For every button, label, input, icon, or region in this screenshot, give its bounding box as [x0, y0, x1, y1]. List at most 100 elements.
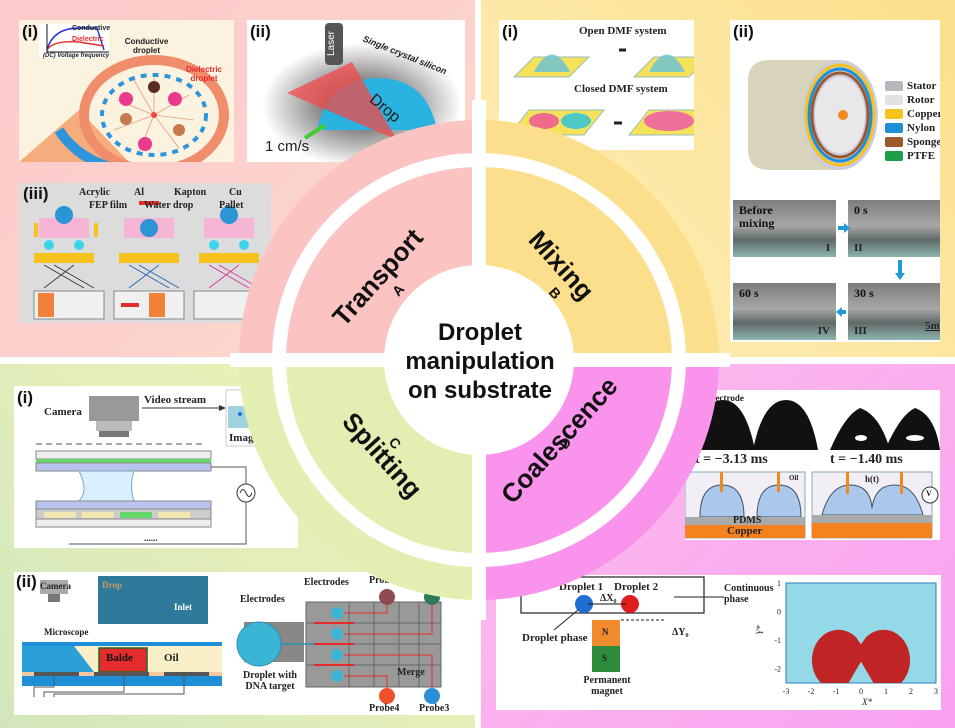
frame-number: II [854, 242, 863, 254]
panel-label: (i) [687, 390, 704, 407]
electrode-label: Electrode [707, 393, 744, 403]
delta-y-label: ΔY₀ [672, 627, 689, 638]
center-title: Droplet manipulation on substrate [380, 318, 580, 405]
y-tick-label: 1 [777, 579, 781, 588]
x-tick-label: 0 [859, 687, 863, 696]
video-stream-label: Video stream [144, 394, 207, 406]
frame-time: 30 s [854, 286, 874, 300]
legend-swatch [885, 109, 903, 119]
legend-acrylic: Acrylic [79, 187, 111, 198]
center-title-line2: manipulation [405, 348, 555, 375]
inlet-label: Inlet [174, 602, 192, 612]
conductive-droplet-label: Conductive droplet [124, 37, 169, 55]
coalescence-panel-i: (i) Electrode t = −3.13 ms t = −1.40 ms … [685, 390, 940, 540]
x-tick-label: -1 [833, 687, 840, 696]
x-tick-label: -2 [808, 687, 815, 696]
frame-number: IV [817, 325, 830, 337]
coalescing-droplet [811, 629, 911, 683]
permanent-magnet-label: Permanent magnet [583, 675, 631, 697]
legend-rotor: Rotor [907, 94, 935, 106]
oil-label: Oil [789, 474, 799, 482]
droplet-dna-label: Droplet with DNA target [243, 670, 297, 692]
oil-label: Oil [164, 652, 179, 664]
curve-conductive-label: Conductive [72, 25, 111, 32]
splitting-panel-i: (i) Camera Video stream Image ...... [14, 386, 298, 548]
frame-time: 60 s [739, 286, 759, 300]
frame-time: Before mixing [739, 203, 775, 230]
plot-xlabel: X* [862, 697, 872, 707]
camera-label: Camera [40, 581, 71, 591]
x-tick-label: 2 [909, 687, 913, 696]
merge-label: Merge [397, 667, 425, 678]
legend-swatch [885, 151, 903, 161]
droplet-phase-label: Droplet phase [522, 632, 588, 644]
legend-fep-film: FEP film [89, 200, 128, 211]
phase-field-plot: -3 -2 -1 0 1 2 3 1 0 -1 -2 [774, 579, 938, 696]
magnet-s-label: S [602, 653, 608, 663]
plot-area [785, 582, 937, 684]
magnet-n-label: N [602, 627, 609, 637]
speed-label: 1 cm/s [265, 138, 310, 155]
center-title-line1: Droplet [438, 319, 522, 346]
probe3-label: Probe3 [419, 703, 450, 714]
laser-label: Laser [326, 30, 338, 57]
probe2-label: Probe2 [419, 575, 450, 586]
continuous-phase-label: Continuous phase [724, 583, 774, 605]
legend-swatch [885, 81, 903, 91]
panel-label: (ii) [250, 22, 271, 41]
ellipsis-label: ...... [144, 533, 158, 543]
legend-sponge: Sponge [907, 136, 940, 148]
copper-label: Copper [727, 525, 763, 537]
frame-number: I [825, 242, 830, 254]
legend-pallet: Pallet [219, 200, 244, 211]
drop-label: Drop [102, 580, 122, 590]
electrode-disk-illustration [19, 24, 229, 162]
time-label-1: t = −3.13 ms [695, 452, 768, 467]
electrodes-label-1: Electrodes [240, 594, 285, 605]
coalescence-panel-ii: (ii) Droplet 1 Droplet 2 ΔX₀ ΔY₀ Continu… [496, 575, 941, 710]
legend-swatch [885, 123, 903, 133]
legend-swatch [885, 95, 903, 105]
electrodes-label-2: Electrodes [304, 577, 349, 588]
legend-ptfe: PTFE [907, 150, 936, 162]
scale-bar: 5mm [925, 320, 940, 332]
center-title-line3: on substrate [407, 377, 553, 404]
transport-panel-ii: (ii) Laser Single crystal silicon Drop 1… [247, 20, 465, 162]
plot-xlabel: (DC) Voltage frequency [43, 53, 110, 59]
frame-number: III [854, 325, 867, 337]
closed-dmf-label: Closed DMF system [574, 83, 668, 95]
y-tick-label: -1 [774, 636, 781, 645]
y-tick-label: 0 [777, 608, 781, 617]
x-tick-label: -3 [783, 687, 790, 696]
legend-kapton: Kapton [174, 187, 207, 198]
camera-label: Camera [44, 406, 82, 418]
transport-panel-i: (i) Conductive Dielectric (DC) Voltage f… [19, 20, 234, 162]
frame-time: 0 s [854, 203, 868, 217]
legend-water-drop: Water drop [144, 200, 194, 211]
x-tick-label: 3 [934, 687, 938, 696]
legend-nylon: Nylon [907, 122, 936, 134]
rotor-stator-illustration [748, 60, 878, 170]
droplet-split-illustration [22, 576, 442, 704]
microscope-label: Microscope [44, 627, 89, 637]
legend-al: Al [134, 187, 144, 198]
transport-panel-iii: (iii) Acrylic Al Kapton Cu FEP film Wate… [19, 183, 271, 323]
panel-label: (ii) [733, 22, 754, 41]
panel-label: (i) [502, 22, 519, 41]
mixing-frame-60s: 60 s IV [733, 283, 836, 340]
legend-copper: Copper [907, 108, 940, 120]
pdms-label: PDMS [733, 515, 762, 526]
mixing-frame-before: Before mixing I [733, 200, 836, 257]
plot-ylabel: Y* [754, 625, 765, 635]
probe1-label: Probe1 [369, 575, 400, 586]
splitting-panel-ii: (ii) Camera Drop Inlet Microscope Balde … [14, 572, 479, 715]
x-tick-label: 1 [884, 687, 888, 696]
curve-dielectric-label: Dielectric [72, 36, 104, 43]
panel-label: (i) [22, 22, 39, 41]
time-label-2: t = −1.40 ms [830, 452, 903, 467]
voltage-label: V [926, 489, 932, 498]
y-tick-label: -2 [774, 665, 781, 674]
panel-label: (ii) [16, 572, 37, 591]
mixing-panel-i: (i) Open DMF system Closed DMF system [499, 20, 694, 150]
image-label: Image [229, 432, 259, 444]
